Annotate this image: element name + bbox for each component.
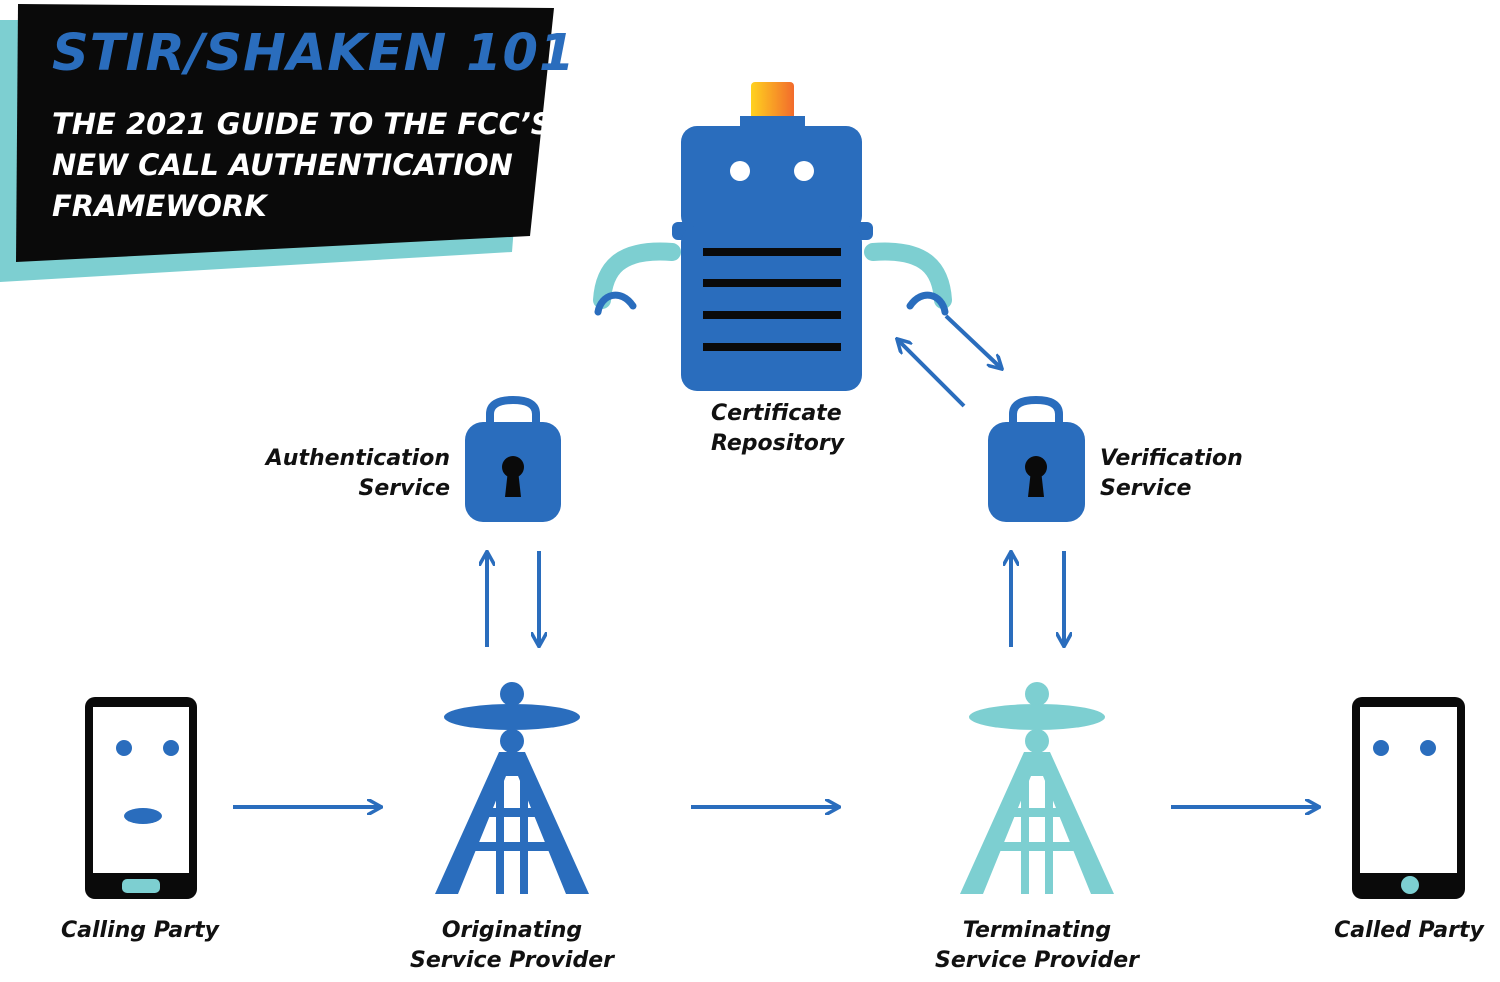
arrow-repository-to-verify: [944, 314, 1001, 368]
subtitle-line: NEW CALL AUTHENTICATION: [52, 148, 513, 182]
page-subtitle: THE 2021 GUIDE TO THE FCC’S NEW CALL AUT…: [52, 104, 552, 227]
robot-server-icon: [593, 82, 952, 391]
verification-service-label: Verification Service: [1100, 444, 1243, 504]
subtitle-line: FRAMEWORK: [52, 189, 267, 223]
originating-provider-label: Originating Service Provider: [402, 916, 622, 976]
authentication-padlock-icon: [465, 395, 561, 522]
label-line: Certificate: [711, 401, 842, 426]
arrow-verify-to-repository: [898, 340, 966, 408]
called-party-phone-icon: [1352, 697, 1465, 899]
originating-tower-icon: [435, 682, 589, 894]
verification-padlock-icon: [988, 395, 1085, 522]
label-line: Verification: [1100, 446, 1243, 471]
flow-arrows: [233, 314, 1318, 807]
label-line: Service Provider: [410, 948, 614, 973]
authentication-service-label: Authentication Service: [260, 444, 450, 504]
calling-party-label: Calling Party: [61, 918, 219, 943]
certificate-repository-label: Certificate Repository: [711, 399, 844, 459]
terminating-tower-icon: [960, 682, 1114, 894]
label-line: Terminating: [962, 918, 1112, 943]
page-title: STIR/SHAKEN 101: [52, 24, 576, 83]
called-party-label: Called Party: [1334, 918, 1484, 943]
header-banner: [0, 4, 554, 282]
label-line: Originating: [441, 918, 583, 943]
calling-party-phone-icon: [85, 697, 197, 899]
label-line: Service Provider: [935, 948, 1139, 973]
subtitle-line: THE 2021 GUIDE TO THE FCC’S: [52, 107, 552, 141]
label-line: Authentication: [265, 446, 450, 471]
label-line: Service: [1100, 476, 1192, 501]
label-line: Repository: [711, 431, 845, 456]
terminating-provider-label: Terminating Service Provider: [927, 916, 1147, 976]
label-line: Service: [358, 476, 450, 501]
